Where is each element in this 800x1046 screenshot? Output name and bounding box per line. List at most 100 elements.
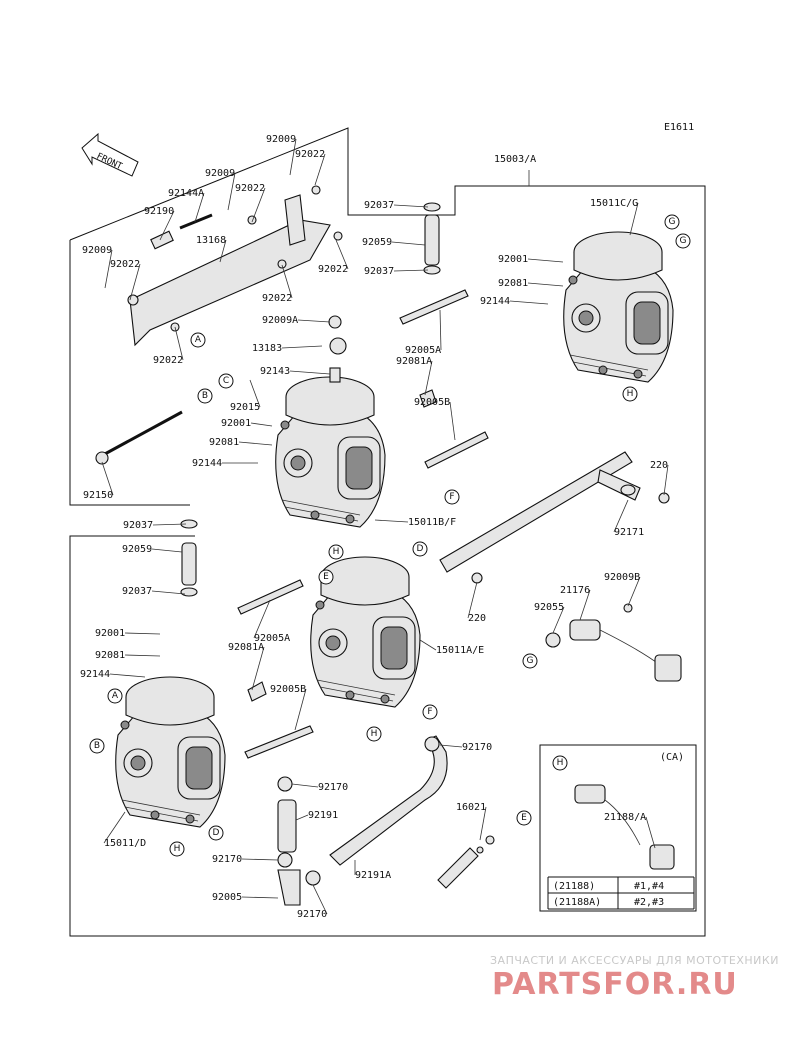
part-label-4: 92144A — [168, 188, 204, 199]
leader-line-53 — [241, 896, 279, 899]
carburetor-15011c — [563, 231, 674, 383]
leader-line-31 — [152, 523, 187, 526]
ref-marker-f-16: F — [422, 704, 438, 720]
leader-line-27 — [238, 441, 273, 446]
leader-line-32 — [151, 548, 183, 553]
leader-line-40 — [419, 639, 437, 651]
part-label-21: 92143 — [260, 366, 290, 377]
leader-line-5 — [159, 210, 175, 241]
part-label-1: 92022 — [295, 149, 325, 160]
part-label-26: 92001 — [221, 418, 251, 429]
ref-marker-f-5: F — [444, 489, 460, 505]
ca-row-1-cyl: #1,#4 — [634, 881, 664, 892]
ref-marker-e-4: E — [318, 569, 334, 585]
svg-text:A: A — [112, 691, 119, 701]
part-label-0: 92009 — [266, 134, 296, 145]
leader-line-47 — [439, 744, 463, 748]
part-label-25: 92015 — [230, 402, 260, 413]
svg-text:F: F — [427, 707, 432, 717]
part-label-48: 92170 — [318, 782, 348, 793]
leader-line-34 — [124, 632, 161, 635]
part-label-53: 92005 — [212, 892, 242, 903]
ref-marker-h-9: H — [328, 544, 344, 560]
svg-text:B: B — [94, 741, 100, 751]
ref-marker-h-8: H — [622, 386, 638, 402]
leader-line-19 — [297, 319, 331, 323]
part-label-28: 92144 — [192, 458, 222, 469]
leader-line-8 — [129, 263, 141, 301]
diagram-code: E1611 — [664, 122, 694, 133]
svg-text:H: H — [557, 758, 564, 768]
ca-row-2-part: (21188A) — [553, 897, 601, 908]
leader-line-39 — [294, 688, 307, 731]
ref-marker-g-17: G — [522, 653, 538, 669]
part-label-12: 92037 — [364, 200, 394, 211]
ref-marker-h-18: H — [552, 755, 568, 771]
ref-marker-a-11: A — [107, 688, 123, 704]
leader-line-26 — [250, 422, 273, 427]
svg-text:D: D — [213, 828, 220, 838]
leader-line-24 — [449, 401, 456, 441]
watermark-logo: PARTSFOR.RU — [492, 967, 738, 1002]
leader-line-25 — [249, 379, 261, 408]
part-label-44: 21176 — [560, 585, 590, 596]
watermark-tagline: ЗАПЧАСТИ И АКСЕССУАРЫ ДЛЯ МОТОТЕХНИКИ — [490, 954, 779, 967]
leader-line-12 — [393, 204, 429, 208]
part-label-18: 15011C/G — [590, 198, 638, 209]
part-label-13: 92059 — [362, 237, 392, 248]
ca-title: (CA) — [660, 752, 684, 763]
svg-text:E: E — [521, 813, 527, 823]
svg-text:F: F — [449, 492, 454, 502]
part-label-32: 92059 — [122, 544, 152, 555]
leader-line-18 — [629, 202, 639, 236]
part-label-43: 220 — [650, 460, 668, 471]
svg-text:C: C — [223, 376, 229, 386]
part-label-10: 92022 — [262, 293, 292, 304]
svg-text:H: H — [371, 729, 378, 739]
ref-marker-b-12: B — [89, 738, 105, 754]
part-label-54: 92170 — [297, 909, 327, 920]
ca-row-1-part: (21188) — [553, 881, 595, 892]
leader-line-6 — [219, 239, 227, 263]
leader-line-29 — [101, 461, 114, 496]
ca-variant-box: (CA) (21188) #1,#4 (21188A) #2,#3 — [539, 744, 697, 912]
bracket-assembly — [127, 185, 343, 347]
part-label-55: 15011/D — [104, 838, 146, 849]
assembly-label: 15003/A — [494, 154, 536, 165]
part-label-34: 92001 — [95, 628, 125, 639]
part-label-24: 92005B — [414, 397, 450, 408]
part-label-49: 92191 — [308, 810, 338, 821]
svg-text:E: E — [323, 572, 329, 582]
leader-line-7 — [104, 249, 113, 289]
leader-line-56 — [645, 816, 656, 849]
carburetor-15011d — [115, 676, 226, 828]
leader-line-23 — [424, 360, 433, 396]
part-label-27: 92081 — [209, 437, 239, 448]
part-label-36: 92144 — [80, 669, 110, 680]
part-label-46: 92055 — [534, 602, 564, 613]
leader-line-16 — [527, 282, 564, 287]
part-label-42: 92171 — [614, 527, 644, 538]
part-label-52: 16021 — [456, 802, 486, 813]
leader-line-49 — [295, 814, 309, 821]
part-label-35: 92081 — [95, 650, 125, 661]
ref-marker-g-6: G — [664, 214, 680, 230]
svg-text:D: D — [417, 544, 424, 554]
leader-line-52 — [479, 806, 487, 841]
throttle-cable-plate — [597, 469, 641, 501]
part-label-23: 92081A — [396, 356, 432, 367]
carburetor-15011b — [275, 376, 386, 528]
leader-line-37 — [253, 599, 271, 639]
svg-text:A: A — [195, 335, 202, 345]
part-label-15: 92001 — [498, 254, 528, 265]
leader-line-10 — [281, 264, 293, 299]
svg-text:B: B — [202, 391, 208, 401]
part-label-6: 13168 — [196, 235, 226, 246]
svg-text:G: G — [680, 236, 687, 246]
part-label-7: 92009 — [82, 245, 112, 256]
leader-line-15 — [527, 258, 564, 263]
part-label-14: 92037 — [364, 266, 394, 277]
fuel-fittings — [180, 202, 670, 906]
